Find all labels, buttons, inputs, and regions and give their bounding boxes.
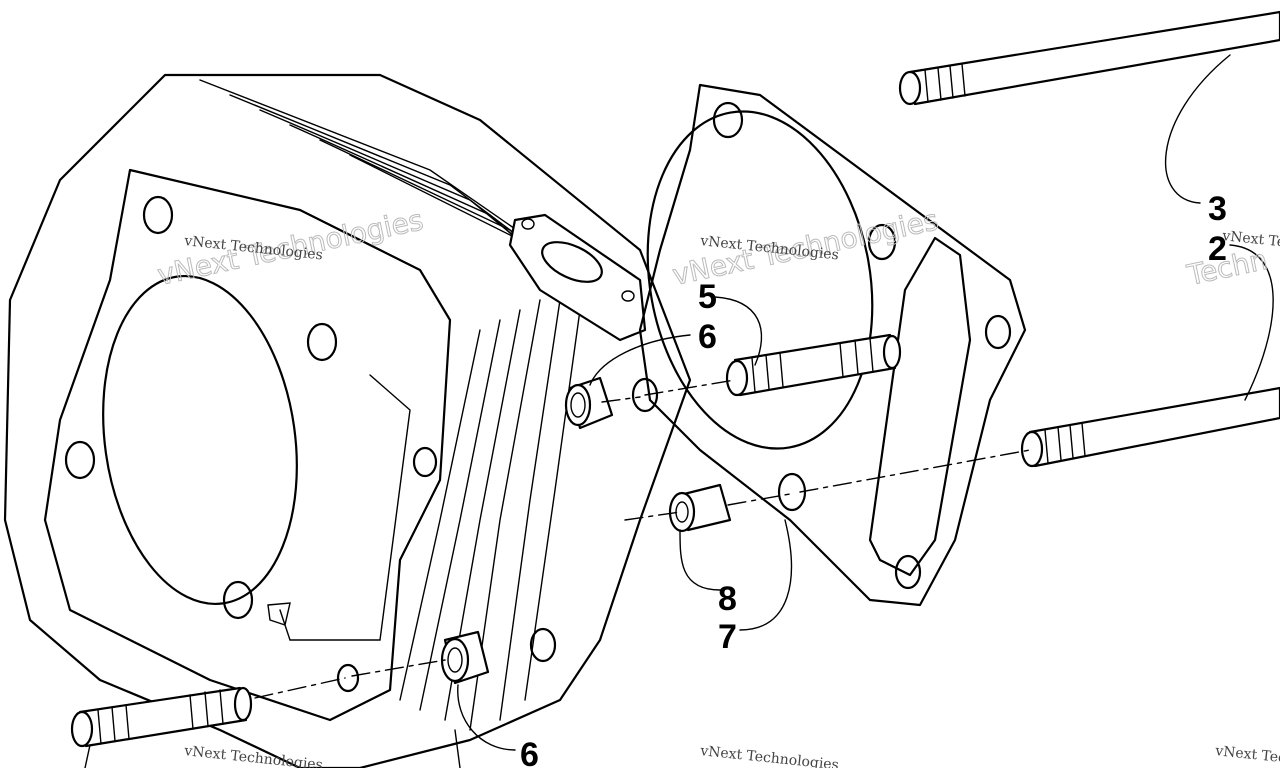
callout-3: 3 [1208,190,1227,228]
callout-5: 5 [698,278,717,316]
callout-7: 7 [718,618,737,656]
stud-long-lower [1020,386,1280,468]
stud-long-upper [898,10,1280,106]
callout-6-lower: 6 [520,736,539,768]
watermark-partial-small-2: vNext Tec [1214,743,1280,766]
callout-8: 8 [718,580,737,618]
stud-short-middle [725,333,902,397]
cylinder-gasket [638,83,1027,607]
dowel-pin-lower [440,630,490,685]
cylinder-block [3,73,692,768]
leader-lines [84,54,1274,768]
stud-short-lower-left [70,686,253,748]
bushing [668,483,732,533]
callout-labels: 3 2 5 6 8 7 6 [520,190,1227,768]
callout-2: 2 [1208,230,1227,268]
watermark-small-3: vNext Technologies [699,743,840,768]
callout-6-upper: 6 [698,318,717,356]
dowel-pin-upper [564,376,614,430]
alignment-lines [254,379,1031,699]
